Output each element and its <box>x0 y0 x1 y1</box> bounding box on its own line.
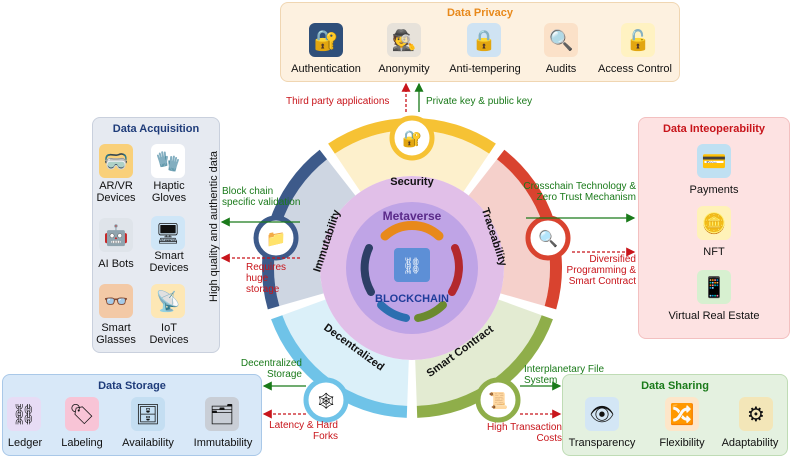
block-chain-validation-note: Block chain specific validation <box>222 186 301 208</box>
payments-icon: 💳 <box>697 144 731 178</box>
nft-icon: 🪙 <box>697 206 731 240</box>
latency-note: Latency & Hard Forks <box>269 420 338 442</box>
immutability-icon-circle <box>253 215 299 261</box>
data-privacy-panel: Data Privacy 🔐 Authentication 🕵 Anonymit… <box>280 2 680 82</box>
haptic-gloves-icon: 🧤 <box>151 144 185 178</box>
ai-bots-label: AI Bots <box>98 258 134 270</box>
data-interoperability-panel: Data Inteoperability 💳 Payments 🪙 NFT 📱 … <box>638 117 790 339</box>
smart-contract-sector-fill <box>415 299 542 406</box>
high-tx-note: High Transaction Costs <box>486 422 562 444</box>
third-party-note: Third party applications <box>286 96 390 107</box>
availability-label: Availability <box>122 437 174 449</box>
chain-icon-glyph: ⛓ <box>402 257 422 275</box>
immutability-icon: 🗂 <box>205 397 239 431</box>
traceability-icon: 🔍 <box>538 228 558 248</box>
smart-devices-label: Smart Devices <box>149 250 189 274</box>
decentralized-icon: 🕸 <box>316 392 336 410</box>
data-acquisition-title: Data Acquisition <box>112 123 200 135</box>
data-privacy-title: Data Privacy <box>446 7 514 19</box>
smart-glasses-icon: 👓 <box>99 284 133 318</box>
decentralized-storage-note: Decentralized Storage <box>240 358 302 380</box>
iot-devices-icon: 📡 <box>151 284 185 318</box>
transparency-label: Transparency <box>568 437 636 449</box>
smart-glasses-label: Smart Glasses <box>96 322 136 346</box>
labeling-icon: 🏷 <box>65 397 99 431</box>
virtual-real-estate-icon: 📱 <box>697 270 731 304</box>
iot-devices-label: IoT Devices <box>149 322 189 346</box>
flexibility-label: Flexibility <box>659 437 705 449</box>
ledger-icon: ⛓ <box>7 397 41 431</box>
data-sharing-panel: Data Sharing 👁 Transparency 🔀 Flexibilit… <box>562 374 788 456</box>
data-interoperability-title: Data Inteoperability <box>662 123 766 135</box>
security-segment-label: Security <box>390 176 434 188</box>
blockchain-label: BLOCKCHAIN <box>375 293 449 305</box>
private-key-note: Private key & public key <box>426 96 533 107</box>
nft-label: NFT <box>703 246 725 258</box>
data-storage-panel: Data Storage ⛓ Ledger 🏷 Labeling 🗄 Avail… <box>2 374 262 456</box>
anonymity-icon: 🕵 <box>387 23 421 57</box>
anti-tempering-label: Anti-tempering <box>449 63 521 75</box>
security-sector-band <box>328 118 496 154</box>
payments-label: Payments <box>689 184 739 196</box>
data-sharing-title: Data Sharing <box>641 380 709 392</box>
traceability-sector-fill <box>468 159 550 307</box>
requires-storage-note: Requires huge storage <box>246 262 287 295</box>
ar-vr-devices-icon: 🥽 <box>99 144 133 178</box>
ledger-label: Ledger <box>7 437 43 449</box>
inner-arc-top <box>380 221 444 241</box>
security-icon-circle <box>389 115 435 161</box>
audits-icon: 🔍 <box>544 23 578 57</box>
inner-arc-bottom-right <box>414 301 447 322</box>
security-icon: 🔐 <box>402 130 422 148</box>
authentication-label: Authentication <box>291 63 361 75</box>
haptic-gloves-label: Haptic Gloves <box>151 180 187 204</box>
immutability-wheel-icon: 📁 <box>266 231 286 248</box>
adaptability-icon: ⚙ <box>739 397 773 431</box>
smart-contract-icon-circle <box>475 377 521 423</box>
decentralized-sector-fill <box>282 299 409 406</box>
inner-arc-right <box>448 244 463 296</box>
crosschain-note: Crosschain Technology & Zero Trust Mecha… <box>523 181 636 203</box>
labeling-label: Labeling <box>61 437 103 449</box>
smart-devices-icon: 🖥 <box>151 216 185 250</box>
virtual-real-estate-label: Virtual Real Estate <box>668 310 760 322</box>
blockchain-icon <box>394 248 430 282</box>
smart-contract-icon: 📜 <box>488 392 508 410</box>
ar-vr-devices-label: AR/VR Devices <box>96 180 136 204</box>
diversified-note: Diversified Programming & Smart Contract <box>566 254 636 287</box>
inner-arc-bottom-left <box>377 301 410 322</box>
anti-tempering-icon: 🔒 <box>467 23 501 57</box>
data-acquisition-panel: Data Acquisition 🥽 AR/VR Devices 🧤 Hapti… <box>92 117 220 353</box>
interplanetary-note: Interplanetary File System <box>524 364 605 386</box>
security-sector-fill <box>334 130 490 192</box>
authentication-icon: 🔐 <box>309 23 343 57</box>
decentralized-icon-circle <box>303 377 349 423</box>
availability-icon: 🗄 <box>131 397 165 431</box>
audits-label: Audits <box>545 63 577 75</box>
flexibility-icon: 🔀 <box>665 397 699 431</box>
anonymity-label: Anonymity <box>378 63 430 75</box>
inner-arc-left <box>360 244 375 296</box>
data-storage-title: Data Storage <box>98 380 166 392</box>
immutability-sector-fill <box>274 159 356 307</box>
access-control-label: Access Control <box>598 63 672 75</box>
metaverse-label: Metaverse <box>383 209 442 223</box>
ai-bots-icon: 🤖 <box>99 218 133 252</box>
adaptability-label: Adaptability <box>721 437 779 449</box>
immutability-storage-label: Immutability <box>193 437 253 449</box>
transparency-icon: 👁 <box>585 397 619 431</box>
access-control-icon: 🔓 <box>621 23 655 57</box>
